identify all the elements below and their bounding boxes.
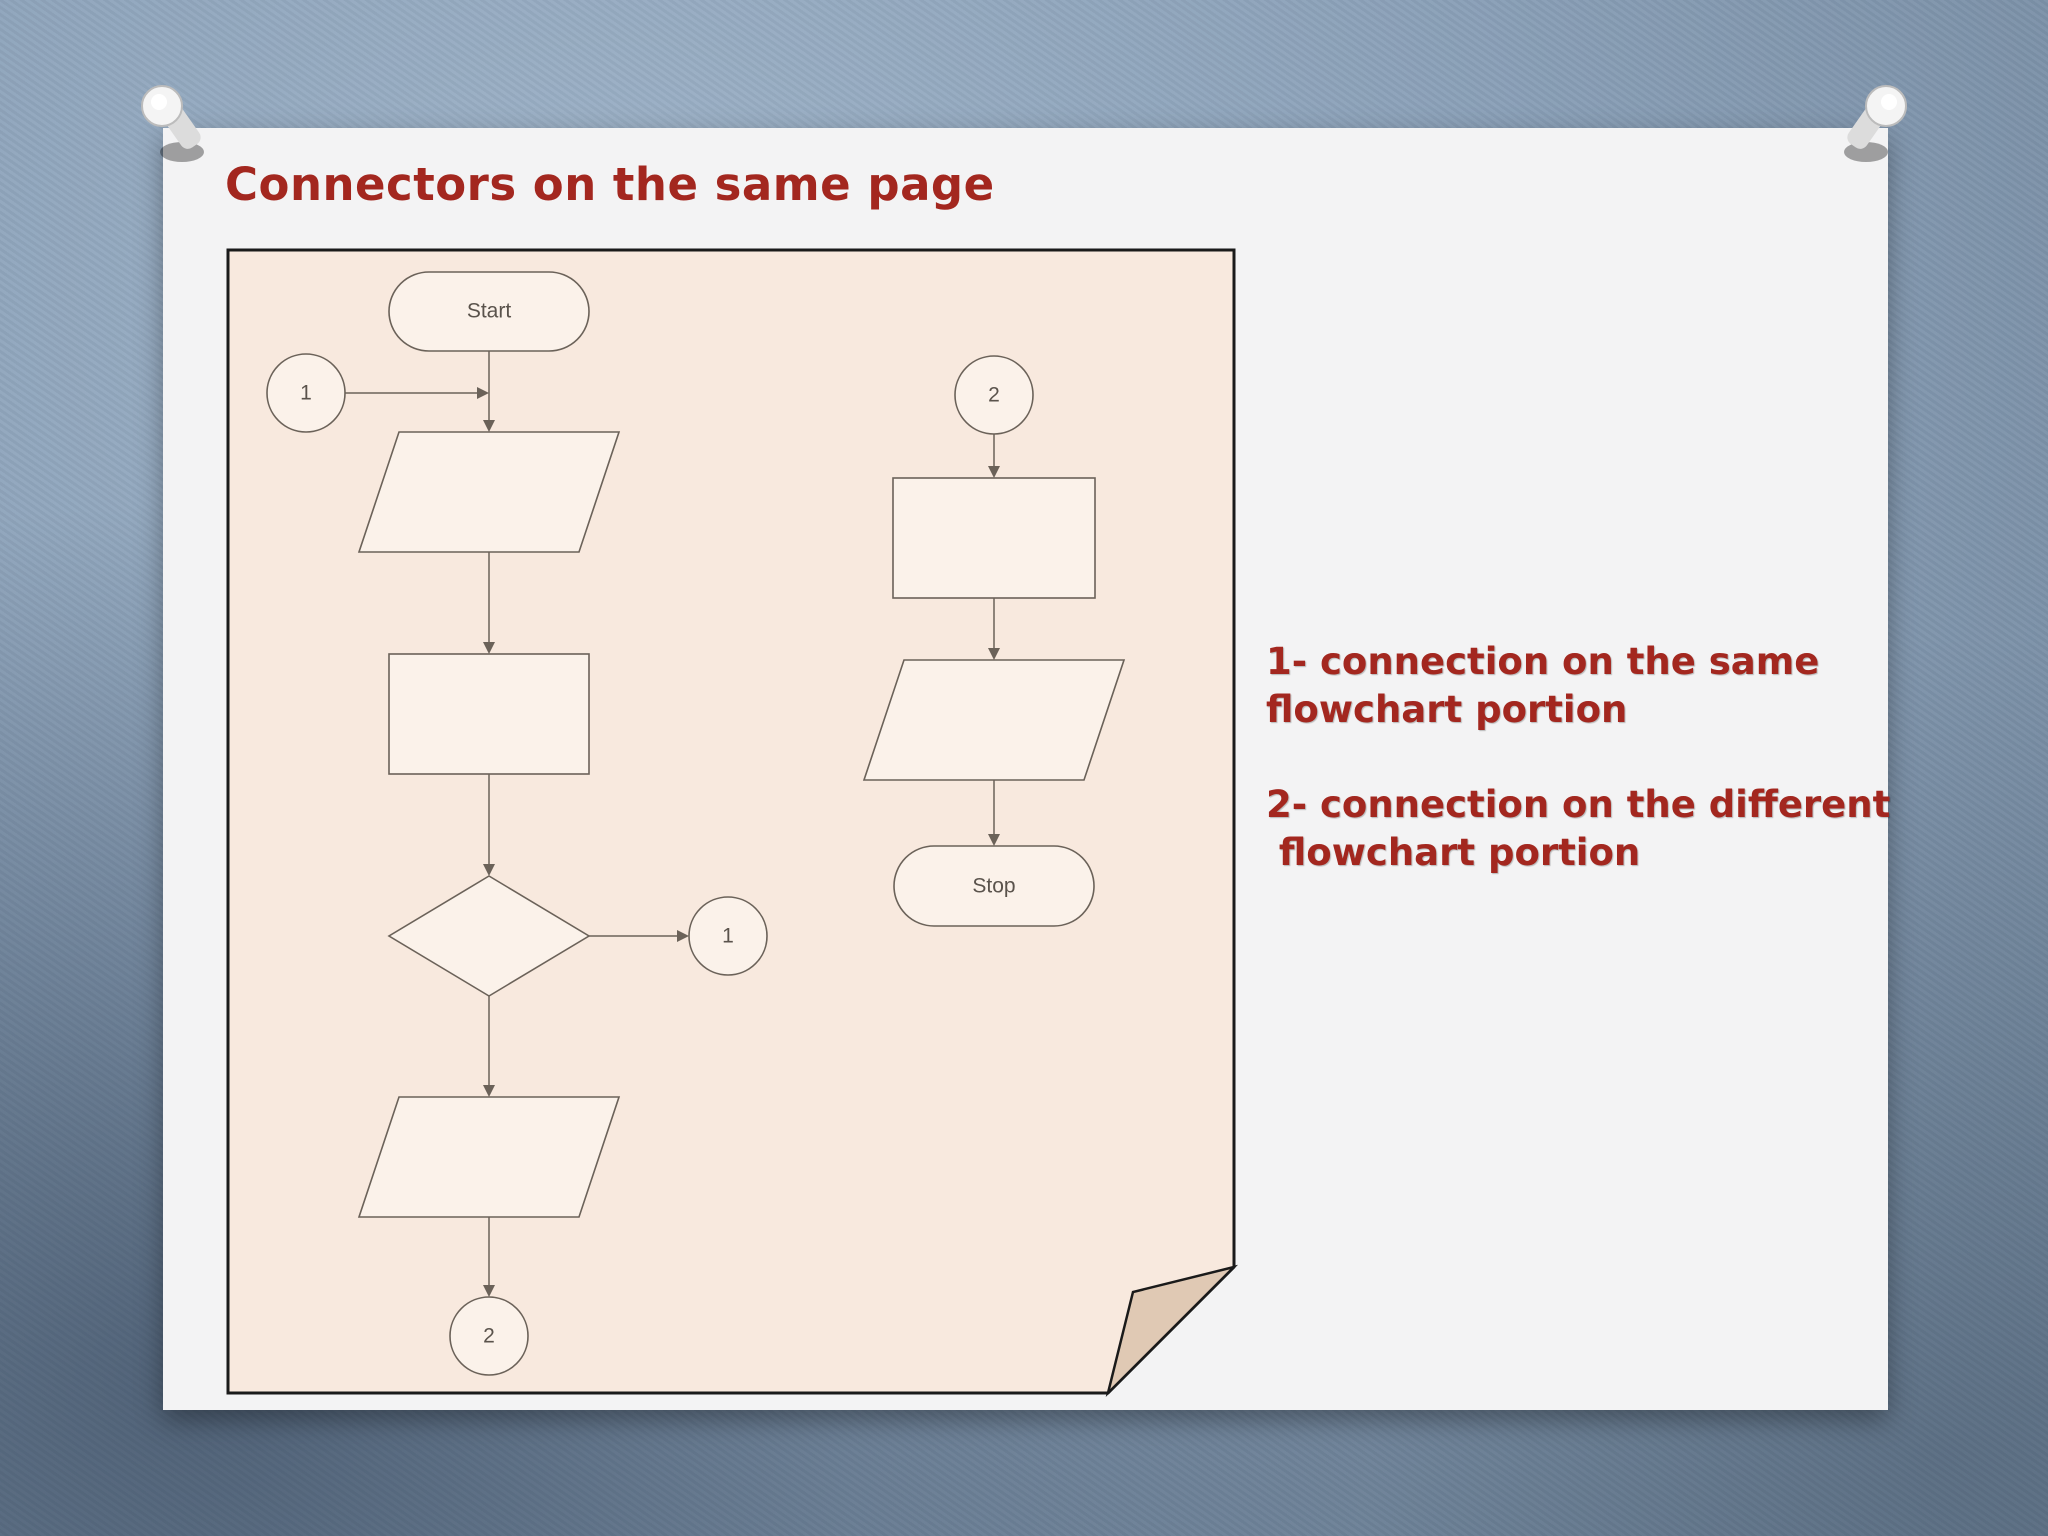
start-label: Start (467, 300, 512, 323)
process-1 (388, 653, 590, 775)
pin-icon-right (1844, 85, 1907, 162)
connector-bottom-out-label: 2 (483, 1325, 495, 1348)
connector-bottom-out (449, 1296, 529, 1376)
note-1-line2: flowchart portion (1266, 688, 1628, 731)
input-output-1 (357, 431, 621, 553)
pin-icon-left (141, 85, 204, 162)
stop-terminator (893, 845, 1095, 927)
note-2: 2- connection on the different flowchart… (1266, 781, 1890, 877)
note-2-line1: 2- connection on the different (1266, 783, 1891, 826)
note-1: 1- connection on the same flowchart port… (1266, 638, 1819, 734)
input-output-2 (357, 1096, 621, 1218)
connector-left-in-label: 1 (300, 382, 312, 405)
connector-right-in-label: 2 (988, 384, 1000, 407)
sheet-fold (1105, 1264, 1239, 1398)
flowchart-sheet (226, 248, 1236, 1395)
note-2-line2: flowchart portion (1266, 831, 1641, 874)
connector-decision-out (688, 896, 768, 976)
slide-title: Connectors on the same page (225, 158, 995, 211)
note-1-line1: 1- connection on the same (1266, 640, 1820, 683)
process-2 (892, 477, 1096, 599)
input-output-3 (862, 659, 1126, 781)
stop-label: Stop (972, 875, 1015, 898)
connector-decision-out-label: 1 (722, 925, 734, 948)
